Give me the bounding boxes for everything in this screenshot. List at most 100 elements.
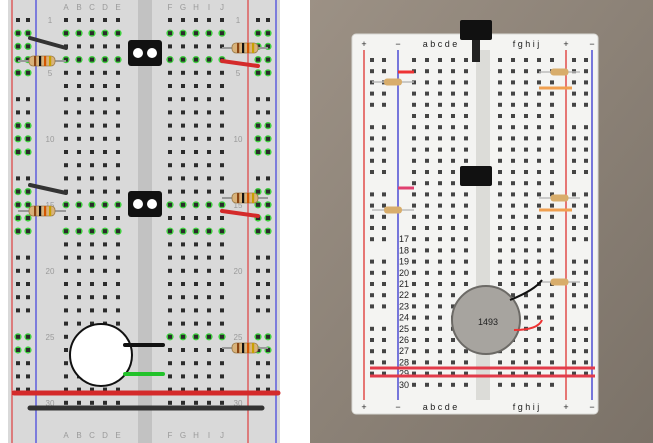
hole	[220, 136, 224, 141]
photo-hole	[438, 349, 442, 354]
rail-hole	[16, 18, 20, 22]
photo-hole	[537, 91, 541, 96]
hole	[220, 110, 224, 115]
hole	[77, 242, 81, 247]
photo-hole	[425, 282, 429, 286]
photo-hole	[524, 114, 528, 118]
photo-rail-hole	[370, 69, 374, 74]
resistor-mid-left-band	[49, 206, 52, 216]
hole	[220, 295, 224, 300]
resistor-mid-left-band	[34, 206, 37, 216]
rail-hole	[256, 255, 260, 260]
photo-hole	[550, 315, 554, 320]
hole	[116, 282, 120, 286]
photo-rail-hole	[584, 259, 588, 264]
rail-hole	[266, 110, 270, 115]
resistor-mid-right-band	[252, 193, 255, 203]
photo-hole	[498, 214, 502, 219]
hole	[181, 97, 185, 102]
photo-hole	[412, 315, 416, 320]
photo-rail-minus-bottom-left: −	[395, 402, 400, 412]
hole	[220, 70, 224, 75]
photo-hole	[511, 147, 515, 152]
photo-hole	[438, 293, 442, 298]
hole	[220, 31, 224, 36]
hole	[116, 123, 120, 128]
photo-row-number: 30	[399, 380, 409, 390]
hole	[181, 216, 185, 220]
photo-hole	[425, 360, 429, 365]
resistor-top-right-band	[247, 43, 250, 53]
photo-hole	[498, 158, 502, 163]
hole	[168, 255, 172, 260]
photo-hole	[438, 338, 442, 342]
photo-hole	[438, 192, 442, 197]
photo-rail-hole	[584, 282, 588, 286]
hole	[168, 387, 172, 392]
hole	[116, 150, 120, 154]
hole	[168, 97, 172, 102]
photo-hole	[425, 326, 429, 331]
photo-rail-hole	[370, 282, 374, 286]
photo-hole	[464, 58, 468, 62]
hole	[168, 57, 172, 62]
row-number-left: 30	[46, 399, 55, 408]
column-letter-top: I	[208, 3, 210, 12]
hole	[116, 255, 120, 260]
rail-hole	[266, 282, 270, 286]
photo-hole	[412, 214, 416, 219]
photo-hole	[464, 192, 468, 197]
photo-hole	[451, 203, 455, 208]
hole	[64, 268, 68, 273]
resistor-top-left-band	[44, 56, 47, 66]
photo-hole	[425, 136, 429, 141]
rail-hole	[16, 229, 20, 234]
photo-hole	[511, 371, 515, 376]
photo-hole	[550, 102, 554, 107]
hole	[103, 70, 107, 75]
photo-hole	[412, 360, 416, 365]
photo-rail-hole	[572, 170, 576, 174]
photo-hole	[550, 338, 554, 342]
hole	[207, 189, 211, 194]
hole	[116, 308, 120, 313]
photo-hole	[524, 181, 528, 186]
wire-red-top-right	[220, 59, 260, 68]
photo-hole	[412, 114, 416, 118]
hole	[64, 321, 68, 326]
photo-rail-hole	[584, 58, 588, 62]
photo-hole	[498, 181, 502, 186]
hole	[181, 176, 185, 181]
hole	[103, 282, 107, 286]
column-letter-top: C	[89, 3, 95, 12]
photo-rail-hole	[584, 192, 588, 197]
hole	[103, 84, 107, 88]
photo-rail-plus-bottom-right: +	[563, 402, 568, 412]
photo-hole	[550, 293, 554, 298]
column-letter-top: H	[193, 3, 199, 12]
hole	[207, 163, 211, 168]
column-letter-bottom: G	[180, 431, 186, 440]
hole	[207, 123, 211, 128]
photo-row-number: 26	[399, 335, 409, 345]
column-letter-top: D	[102, 3, 108, 12]
photo-rail-hole	[382, 349, 386, 354]
photo-hole	[412, 226, 416, 230]
photo-ir-sensor-top-leads	[472, 40, 480, 62]
photo-hole	[451, 282, 455, 286]
photo-hole	[550, 136, 554, 141]
rail-hole	[16, 282, 20, 286]
photo-hole	[412, 136, 416, 141]
photo-hole	[438, 69, 442, 74]
photo-rail-hole	[584, 214, 588, 219]
photo-rail-hole	[382, 270, 386, 275]
hole	[77, 18, 81, 22]
column-letter-bottom: J	[220, 431, 224, 440]
hole	[207, 387, 211, 392]
photo-hole	[464, 382, 468, 387]
row-number-right: 5	[236, 69, 241, 78]
hole	[220, 202, 224, 207]
rail-hole	[16, 295, 20, 300]
hole	[181, 150, 185, 154]
